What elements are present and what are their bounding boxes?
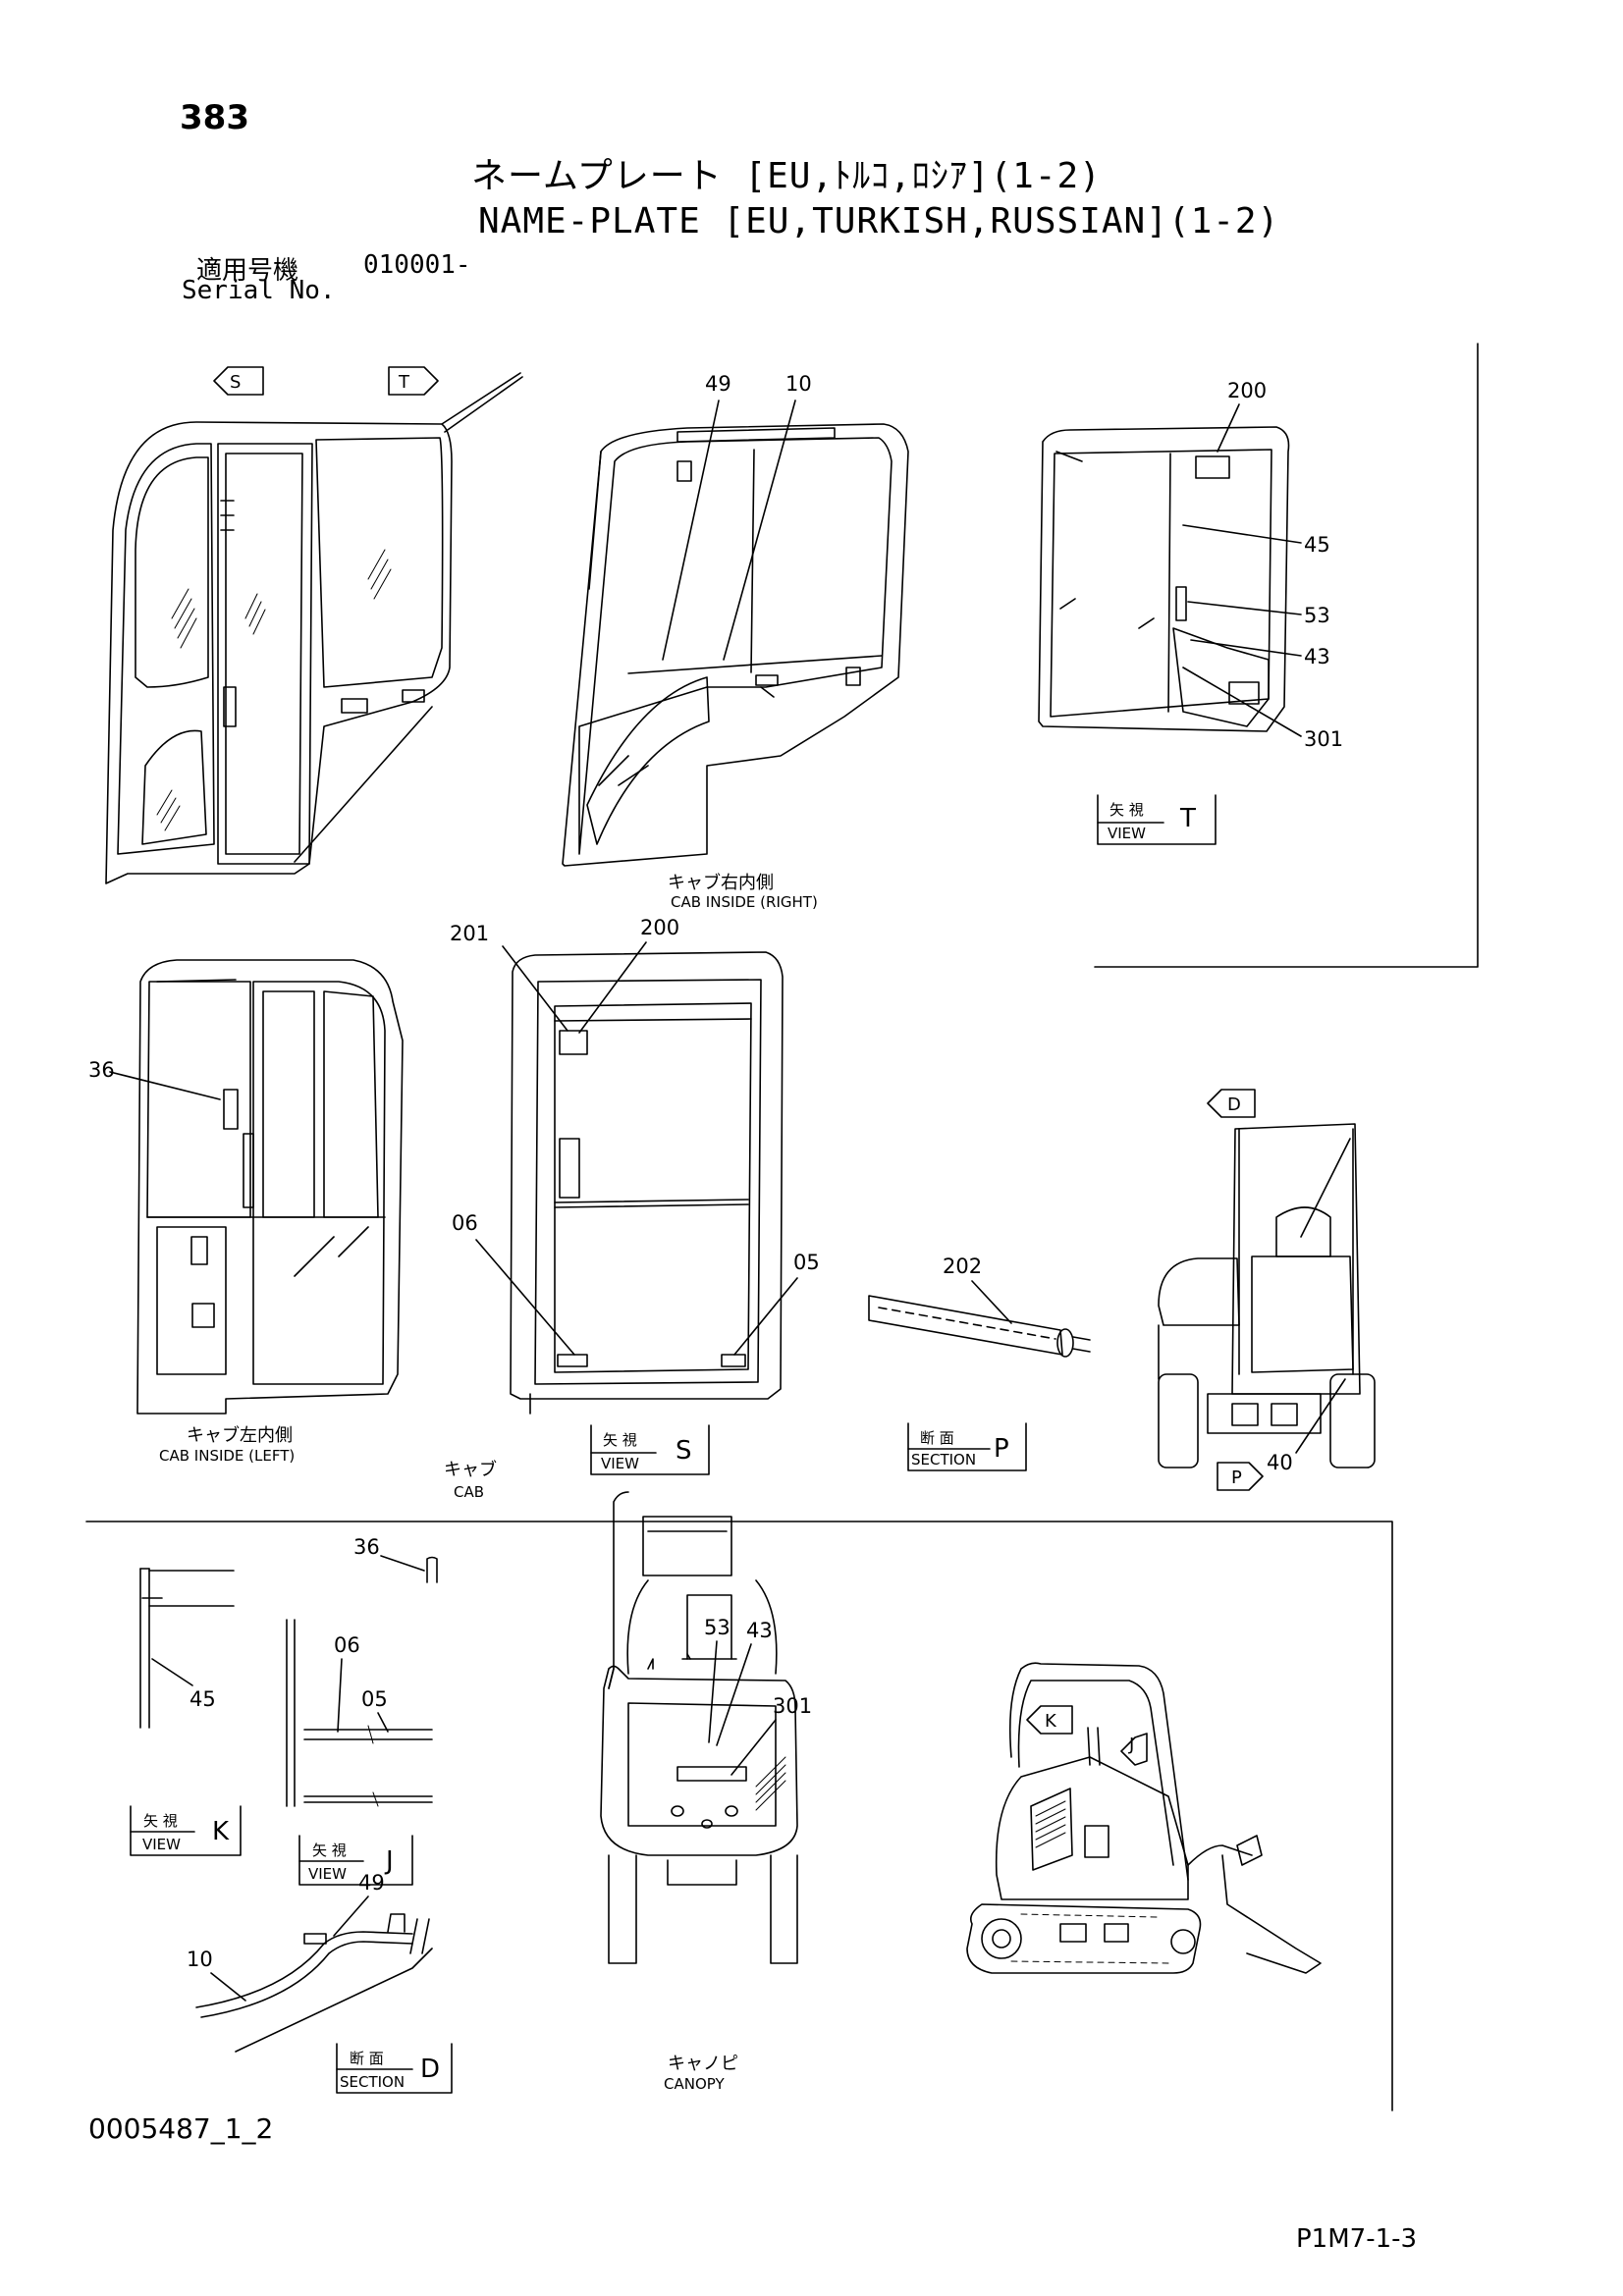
callout-53-canopy: 53 bbox=[704, 1616, 730, 1639]
cab-label-en: CAB bbox=[454, 1483, 484, 1501]
view-k-letter: K bbox=[212, 1817, 230, 1846]
canopy-rear-drawing bbox=[600, 1491, 798, 1964]
callouts: 49 10 200 45 53 43 301 201 200 36 06 05 … bbox=[88, 372, 1346, 2002]
view-t-word: VIEW bbox=[1108, 825, 1146, 842]
serial-number-value: 010001- bbox=[363, 250, 471, 280]
sheet-code: P1M7-1-3 bbox=[1296, 2224, 1418, 2254]
view-t-letter: T bbox=[1179, 804, 1196, 833]
callout-10-detail: 10 bbox=[187, 1948, 213, 1971]
view-t-kanji: 矢 視 bbox=[1109, 801, 1144, 819]
machine-front-drawing bbox=[1158, 1123, 1376, 1468]
arrow-tag-k: K bbox=[1026, 1705, 1073, 1735]
cab-inside-right-en: CAB INSIDE (RIGHT) bbox=[671, 893, 818, 911]
view-t-drawing bbox=[1038, 426, 1290, 732]
view-label-s: 矢 視 VIEW S bbox=[590, 1424, 710, 1475]
callout-10: 10 bbox=[785, 372, 812, 396]
callout-49-detail: 49 bbox=[358, 1871, 385, 1895]
frame-lines bbox=[85, 343, 1479, 2111]
callout-301-canopy: 301 bbox=[773, 1694, 812, 1718]
section-p-letter: P bbox=[994, 1434, 1009, 1464]
callout-49: 49 bbox=[705, 372, 731, 396]
document-number: 0005487_1_2 bbox=[88, 2112, 274, 2145]
view-label-k: 矢 視 VIEW K bbox=[130, 1805, 242, 1856]
callout-06-detail: 06 bbox=[334, 1633, 360, 1657]
view-j-letter: J bbox=[384, 1846, 394, 1876]
arrow-tag-d: D bbox=[1207, 1089, 1256, 1118]
cab-exterior-drawing bbox=[105, 372, 523, 884]
serial-label-japanese: 適用号機 bbox=[196, 256, 299, 286]
arrow-tag-d-letter: D bbox=[1227, 1095, 1241, 1115]
cab-inside-right-jp: キャブ右内側 bbox=[668, 872, 774, 893]
label-cab: キャブ CAB bbox=[444, 1459, 497, 1501]
cab-inside-left-en: CAB INSIDE (LEFT) bbox=[159, 1447, 295, 1465]
label-canopy: キャノピ CANOPY bbox=[664, 2054, 738, 2093]
callout-43-canopy: 43 bbox=[746, 1619, 773, 1642]
callout-200: 200 bbox=[1227, 379, 1267, 402]
cab-inside-left-jp: キャブ左内側 bbox=[187, 1424, 293, 1446]
canopy-label-en: CANOPY bbox=[664, 2075, 725, 2093]
view-k-drawing bbox=[139, 1568, 235, 1729]
callout-36: 36 bbox=[88, 1058, 115, 1082]
arrow-tag-k-letter: K bbox=[1045, 1711, 1057, 1732]
serial-label-english: Serial No. bbox=[182, 276, 336, 305]
part-36-detail bbox=[426, 1556, 438, 1583]
cab-inside-left-drawing bbox=[136, 959, 404, 1415]
view-label-j: 矢 視 VIEW J bbox=[298, 1835, 413, 1886]
section-p-drawing bbox=[868, 1295, 1091, 1358]
page-number: 383 bbox=[180, 98, 249, 137]
callout-43: 43 bbox=[1304, 645, 1330, 668]
view-s-letter: S bbox=[676, 1436, 692, 1466]
arrow-tag-j-letter: J bbox=[1128, 1735, 1134, 1755]
cab-label-jp: キャブ bbox=[444, 1459, 497, 1480]
arrow-tag-s: S bbox=[213, 366, 264, 396]
canopy-side-drawing bbox=[966, 1662, 1322, 1974]
view-s-kanji: 矢 視 bbox=[603, 1431, 637, 1449]
callout-200-cab: 200 bbox=[640, 916, 679, 939]
title-english: NAME-PLATE [EU,TURKISH,RUSSIAN](1-2) bbox=[478, 201, 1280, 241]
callout-40: 40 bbox=[1267, 1451, 1293, 1474]
callout-45-detail: 45 bbox=[189, 1687, 216, 1711]
section-label-d: 断 面 SECTION D bbox=[336, 2043, 453, 2094]
view-j-kanji: 矢 視 bbox=[312, 1842, 347, 1859]
arrow-tag-p-letter: P bbox=[1231, 1468, 1242, 1488]
view-k-kanji: 矢 視 bbox=[143, 1812, 178, 1830]
arrow-tag-p: P bbox=[1217, 1462, 1264, 1491]
section-d-letter: D bbox=[420, 2055, 440, 2084]
view-label-t: 矢 視 VIEW T bbox=[1097, 794, 1217, 845]
arrow-tag-t: T bbox=[388, 366, 439, 396]
section-d-word: SECTION bbox=[340, 2073, 405, 2091]
callout-53: 53 bbox=[1304, 604, 1330, 627]
callout-06: 06 bbox=[452, 1211, 478, 1235]
callout-05-detail: 05 bbox=[361, 1687, 388, 1711]
arrow-tag-j: J bbox=[1120, 1733, 1148, 1766]
view-j-drawing bbox=[286, 1619, 433, 1807]
cab-inside-right-drawing bbox=[562, 423, 909, 867]
section-d-drawing bbox=[195, 1913, 433, 2053]
title-japanese: ネームプレート [EU,ﾄﾙｺ,ﾛｼｱ](1-2) bbox=[471, 156, 1102, 196]
callout-45: 45 bbox=[1304, 533, 1330, 557]
callout-201: 201 bbox=[450, 922, 489, 945]
callout-36-detail: 36 bbox=[353, 1535, 380, 1559]
section-p-word: SECTION bbox=[911, 1451, 976, 1468]
view-s-drawing bbox=[510, 951, 784, 1415]
view-j-word: VIEW bbox=[308, 1865, 347, 1883]
label-cab-inside-right: キャブ右内側 CAB INSIDE (RIGHT) bbox=[668, 872, 818, 911]
view-s-word: VIEW bbox=[601, 1455, 639, 1472]
callout-05: 05 bbox=[793, 1251, 820, 1274]
section-label-p: 断 面 SECTION P bbox=[907, 1422, 1027, 1471]
callout-202: 202 bbox=[943, 1255, 982, 1278]
canopy-label-jp: キャノピ bbox=[668, 2054, 738, 2074]
label-cab-inside-left: キャブ左内側 CAB INSIDE (LEFT) bbox=[159, 1424, 295, 1465]
view-k-word: VIEW bbox=[142, 1836, 181, 1853]
callout-301: 301 bbox=[1304, 727, 1343, 751]
section-p-kanji: 断 面 bbox=[920, 1429, 954, 1447]
arrow-tag-t-letter: T bbox=[398, 372, 410, 393]
section-d-kanji: 断 面 bbox=[350, 2050, 384, 2067]
arrow-tag-s-letter: S bbox=[230, 372, 241, 393]
